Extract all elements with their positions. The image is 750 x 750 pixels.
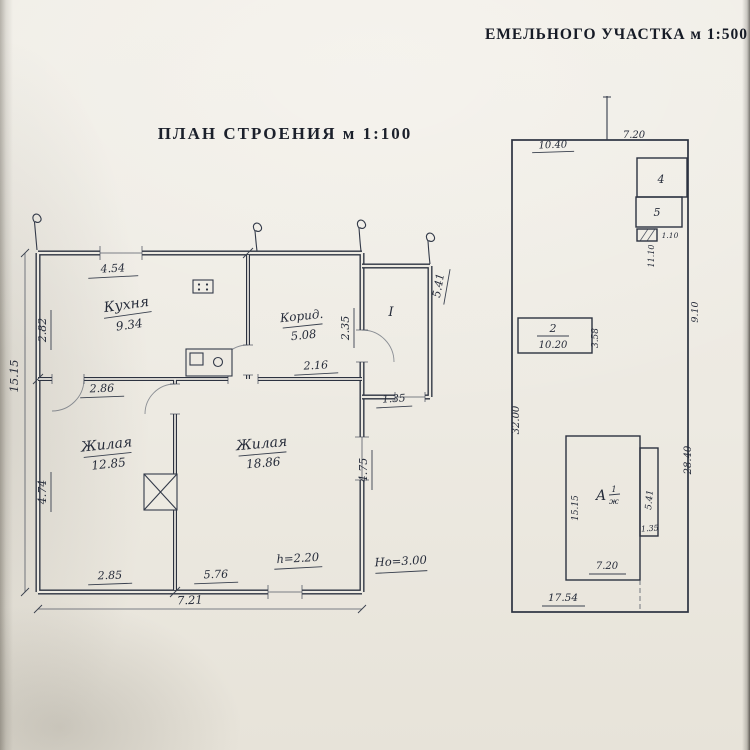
building-5 [635, 196, 683, 228]
svg-text:5.41: 5.41 [644, 489, 656, 510]
svg-text:h=2.20: h=2.20 [276, 550, 319, 566]
site-dim-top-right: 7.20 [623, 130, 646, 141]
site-plan-title: ЕМЕЛЬНОГО УЧАСТКА м 1:500 [485, 26, 748, 43]
interior-walls [38, 255, 362, 590]
room-label-living1: Жилая 12.85 [79, 434, 133, 473]
svg-text:7.21: 7.21 [177, 593, 203, 608]
svg-text:17.54: 17.54 [548, 592, 578, 604]
corridor-area: 5.08 [290, 327, 317, 344]
dim-left-lower: 4.74 [36, 472, 52, 512]
house-letter: А [595, 488, 607, 504]
svg-text:15.15: 15.15 [571, 495, 581, 521]
stove-symbol [143, 473, 178, 511]
dim-left-total: 15.15 [7, 360, 21, 393]
building-2 [517, 317, 593, 354]
boundary-stub [603, 96, 611, 140]
svg-text:2: 2 [549, 322, 557, 335]
house-label: А 1 ж [595, 485, 621, 507]
kitchen-counter-symbol [185, 348, 233, 377]
svg-text:3.58: 3.58 [591, 328, 601, 348]
dim-corridor-height: 2.35 [339, 308, 355, 348]
site-dim-bottom: 17.54 [542, 592, 585, 607]
site-dim-house-notch: 1.35 [641, 523, 659, 533]
living1-area: 12.85 [91, 455, 127, 473]
dim-top: 4.54 [88, 261, 139, 279]
svg-text:9.10: 9.10 [690, 301, 701, 322]
svg-text:10.40: 10.40 [538, 139, 568, 151]
site-dim-small: 1.10 [662, 231, 679, 240]
living1-name: Жилая [79, 434, 133, 455]
svg-text:5.76: 5.76 [203, 568, 228, 582]
vent-symbol [192, 279, 214, 294]
plot-boundary [511, 139, 689, 613]
corridor-name: Корид. [278, 307, 324, 326]
svg-text:15.15: 15.15 [7, 360, 21, 393]
site-plan: 4 5 2 10.20 А 1 ж 10.40 7.20 1.10 11.10 … [511, 96, 701, 613]
floor-plan: Кухня 9.34 Корид. 5.08 Жилая 12.85 Жилая… [7, 213, 451, 614]
room-label-corridor: Корид. 5.08 [278, 307, 324, 344]
outer-walls [35, 250, 365, 595]
building-4-label: 4 [657, 173, 665, 186]
floor-plan-title: ПЛАН СТРОЕНИЯ м 1:100 [158, 124, 413, 143]
svg-text:1.35: 1.35 [382, 392, 406, 405]
svg-text:2.35: 2.35 [339, 316, 352, 342]
svg-text:4.75: 4.75 [357, 458, 370, 484]
small-shed [636, 228, 658, 242]
dim-left-upper: 2.82 [36, 310, 52, 350]
room-label-kitchen: Кухня 9.34 [102, 294, 152, 334]
site-dim-house-bottom: 7.20 [589, 561, 626, 575]
svg-text:28.40: 28.40 [683, 445, 694, 475]
chimney-arrows [32, 213, 436, 265]
dim-bottom-right: 5.76 [194, 568, 239, 585]
dim-bottom-left: 2.85 [88, 569, 133, 586]
kitchen-name: Кухня [102, 294, 150, 316]
svg-text:2.16: 2.16 [302, 358, 328, 372]
svg-text:1.35: 1.35 [641, 523, 659, 533]
dimension-lines [20, 247, 367, 614]
svg-text:32.00: 32.00 [511, 405, 522, 434]
dim-porch-side: 5.41 [430, 269, 451, 305]
room-label-living2: Жилая 18.86 [234, 434, 287, 472]
svg-text:4.74: 4.74 [36, 480, 49, 506]
dim-ceiling-height: h=2.20 [274, 550, 323, 570]
house-floors: 1 [611, 485, 616, 495]
dim-building-height: Но=3.00 [373, 553, 428, 574]
site-dim-house-right: 5.41 [644, 489, 656, 510]
svg-text:4.54: 4.54 [99, 261, 125, 275]
svg-text:2.85: 2.85 [96, 569, 122, 583]
house-porch-footprint [639, 447, 659, 537]
site-dim-top-left: 10.40 [532, 139, 575, 154]
kitchen-area: 9.34 [115, 316, 143, 334]
site-dim-right-upper: 11.10 [647, 245, 656, 268]
svg-text:2.82: 2.82 [36, 318, 49, 344]
porch-room-number: I [387, 305, 394, 320]
site-dim-left-side: 32.00 [511, 405, 522, 434]
dim-porch-width: 1.35 [376, 392, 413, 409]
dim-right-lower: 4.75 [357, 450, 373, 490]
svg-text:7.20: 7.20 [596, 561, 619, 572]
building-2-label: 2 10.20 [537, 322, 569, 351]
site-dim-house-left: 15.15 [571, 495, 581, 521]
site-dim-b2-side: 3.58 [591, 328, 601, 348]
dim-kitchen-door: 2.86 [80, 382, 125, 399]
svg-text:11.10: 11.10 [647, 245, 656, 268]
svg-text:Но=3.00: Но=3.00 [373, 553, 427, 570]
living2-area: 18.86 [246, 454, 282, 471]
building-5-label: 5 [654, 206, 661, 219]
site-dim-right-mid: 9.10 [690, 301, 701, 322]
svg-text:5.41: 5.41 [430, 272, 447, 298]
dim-bottom-total: 7.21 [177, 593, 203, 608]
svg-text:2.86: 2.86 [88, 382, 114, 396]
house-material: ж [609, 497, 619, 507]
site-dim-right-side: 28.40 [683, 445, 694, 475]
living2-name: Жилая [234, 434, 287, 454]
dim-corridor-width: 2.16 [294, 358, 339, 376]
building-2-area: 10.20 [539, 340, 568, 351]
